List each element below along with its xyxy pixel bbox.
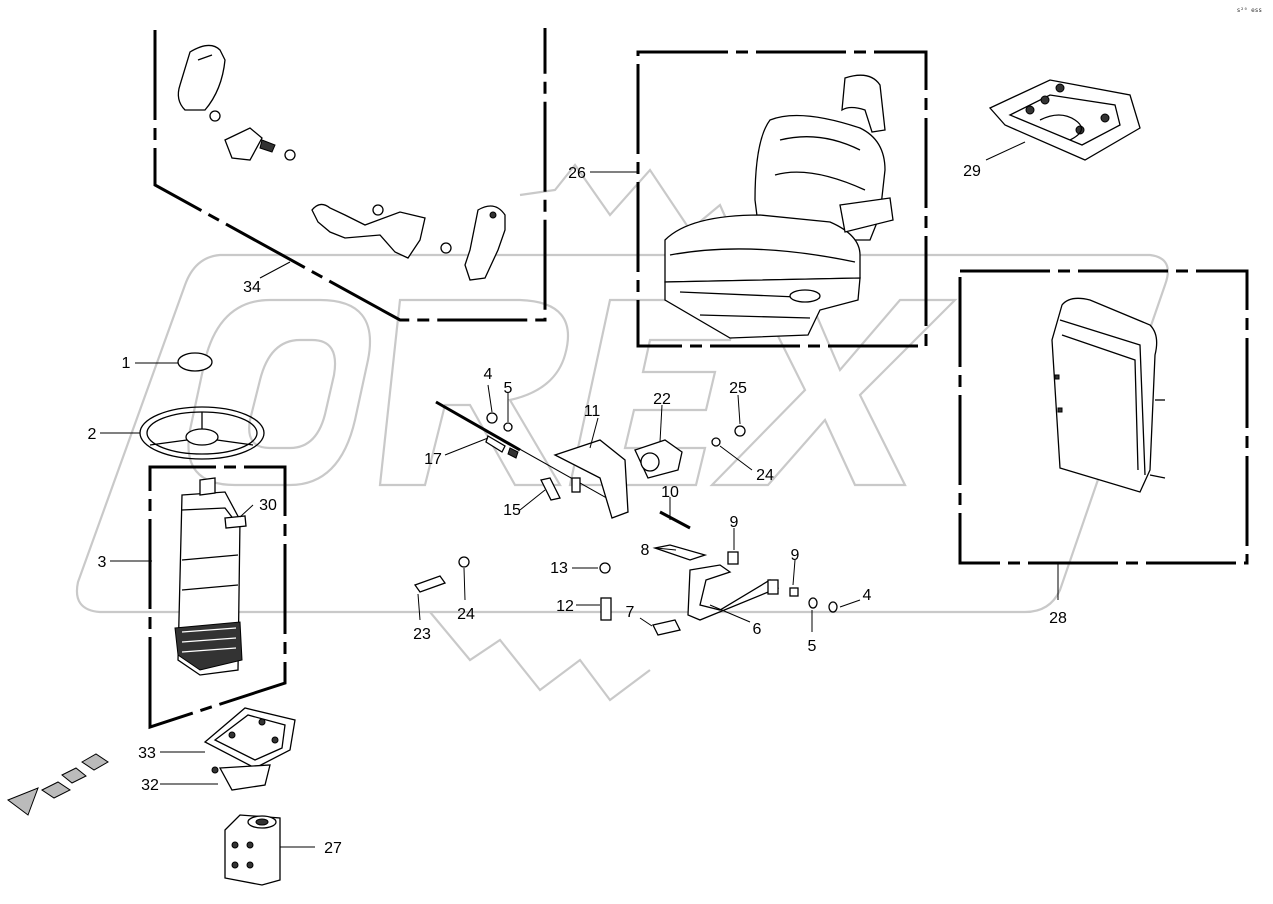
callout-6: 6 (753, 621, 762, 638)
part-steering-column-drawing (174, 477, 247, 676)
callout-7: 7 (626, 604, 635, 621)
part-steering-wheel-drawing (139, 406, 265, 460)
callout-27: 27 (324, 840, 342, 857)
callout-34: 34 (243, 279, 261, 296)
callout-29: 29 (963, 163, 981, 180)
callout-22: 22 (653, 391, 671, 408)
part-column-plate-drawing (203, 707, 296, 791)
leader-lines (100, 141, 1059, 848)
callout-labels: 1 2 3 4 5 22 11 25 17 24 15 10 9 8 13 12… (88, 163, 1067, 857)
callout-26: 26 (568, 165, 586, 182)
callout-17: 17 (424, 451, 442, 468)
callout-9-lower: 9 (791, 547, 800, 564)
callout-11: 11 (584, 403, 601, 420)
frame-backrest-28 (958, 269, 1249, 565)
callout-5-upper: 5 (504, 380, 513, 397)
part-seat-base-plate-drawing (988, 79, 1141, 161)
frame-seat-26 (636, 50, 928, 348)
callout-24-lower: 24 (457, 606, 475, 623)
callout-33: 33 (138, 745, 156, 762)
callout-28: 28 (1049, 610, 1067, 627)
part-wheel-cap-drawing (177, 352, 213, 372)
part-backrest-drawing (1051, 297, 1166, 493)
callout-5-lower: 5 (808, 638, 817, 655)
direction-arrow-icon (6, 753, 109, 816)
callout-10: 10 (661, 484, 679, 501)
callout-8: 8 (641, 542, 650, 559)
watermark-orex-logo (75, 163, 1169, 702)
corner-code: s²⁰ ess (1237, 7, 1263, 14)
part-steering-valve-drawing (224, 814, 281, 886)
frame-column-1 (148, 465, 287, 730)
callout-25: 25 (729, 380, 747, 397)
part-pedal-assembly-drawing (177, 44, 506, 281)
callout-13: 13 (550, 560, 568, 577)
part-adjuster-mechanism-drawing (413, 400, 838, 636)
callout-23: 23 (413, 626, 431, 643)
callout-15: 15 (503, 502, 521, 519)
callout-4-lower: 4 (863, 587, 872, 604)
callout-2: 2 (88, 426, 97, 443)
callout-30: 30 (259, 497, 277, 514)
callout-4-upper: 4 (484, 366, 493, 383)
callout-9-upper: 9 (730, 514, 739, 531)
callout-24-right: 24 (756, 467, 774, 484)
callout-12: 12 (556, 598, 574, 615)
part-seat-drawing (664, 74, 894, 339)
callout-3: 1 (122, 355, 131, 372)
frame-pedal-group-34 (153, 28, 547, 322)
callout-1: 3 (98, 554, 107, 571)
callout-32: 32 (141, 777, 159, 794)
